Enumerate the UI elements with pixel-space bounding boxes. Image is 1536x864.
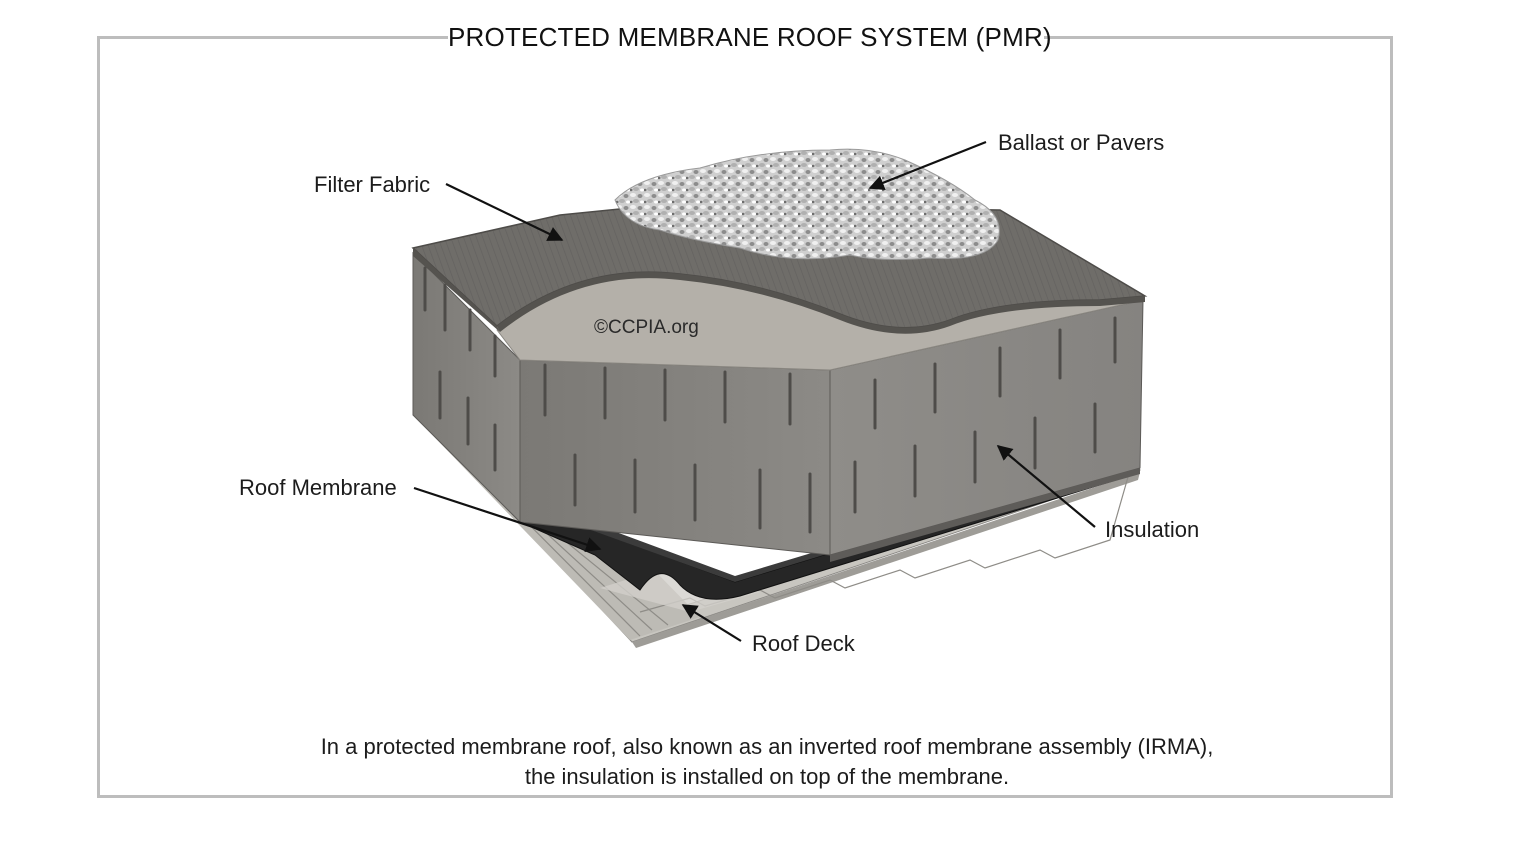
label-roof-deck: Roof Deck <box>752 631 855 656</box>
arrow-filter-fabric <box>445 183 564 241</box>
caption-line-2: the insulation is installed on top of th… <box>524 764 1010 789</box>
insulation-layer <box>412 251 1144 562</box>
copyright-watermark: ©CCPIA.org <box>594 317 699 338</box>
label-roof-membrane: Roof Membrane <box>239 475 397 500</box>
label-filter-fabric: Filter Fabric <box>314 172 431 197</box>
label-ballast: Ballast or Pavers <box>998 130 1165 155</box>
diagram-title: PROTECTED MEMBRANE ROOF SYSTEM (PMR) <box>448 20 1052 54</box>
ballast-gravel-layer <box>614 148 1000 260</box>
arrow-insulation <box>996 445 1096 528</box>
leader-arrows <box>413 140 1096 642</box>
arrow-roof-deck <box>681 604 742 642</box>
label-insulation: Insulation <box>1105 517 1200 542</box>
caption-line-1: In a protected membrane roof, also known… <box>320 734 1214 759</box>
diagram-caption: In a protected membrane roof, also known… <box>240 732 1294 792</box>
arrow-roof-membrane <box>413 486 602 552</box>
arrow-ballast <box>868 140 987 191</box>
roof-membrane-layer <box>519 458 1136 600</box>
